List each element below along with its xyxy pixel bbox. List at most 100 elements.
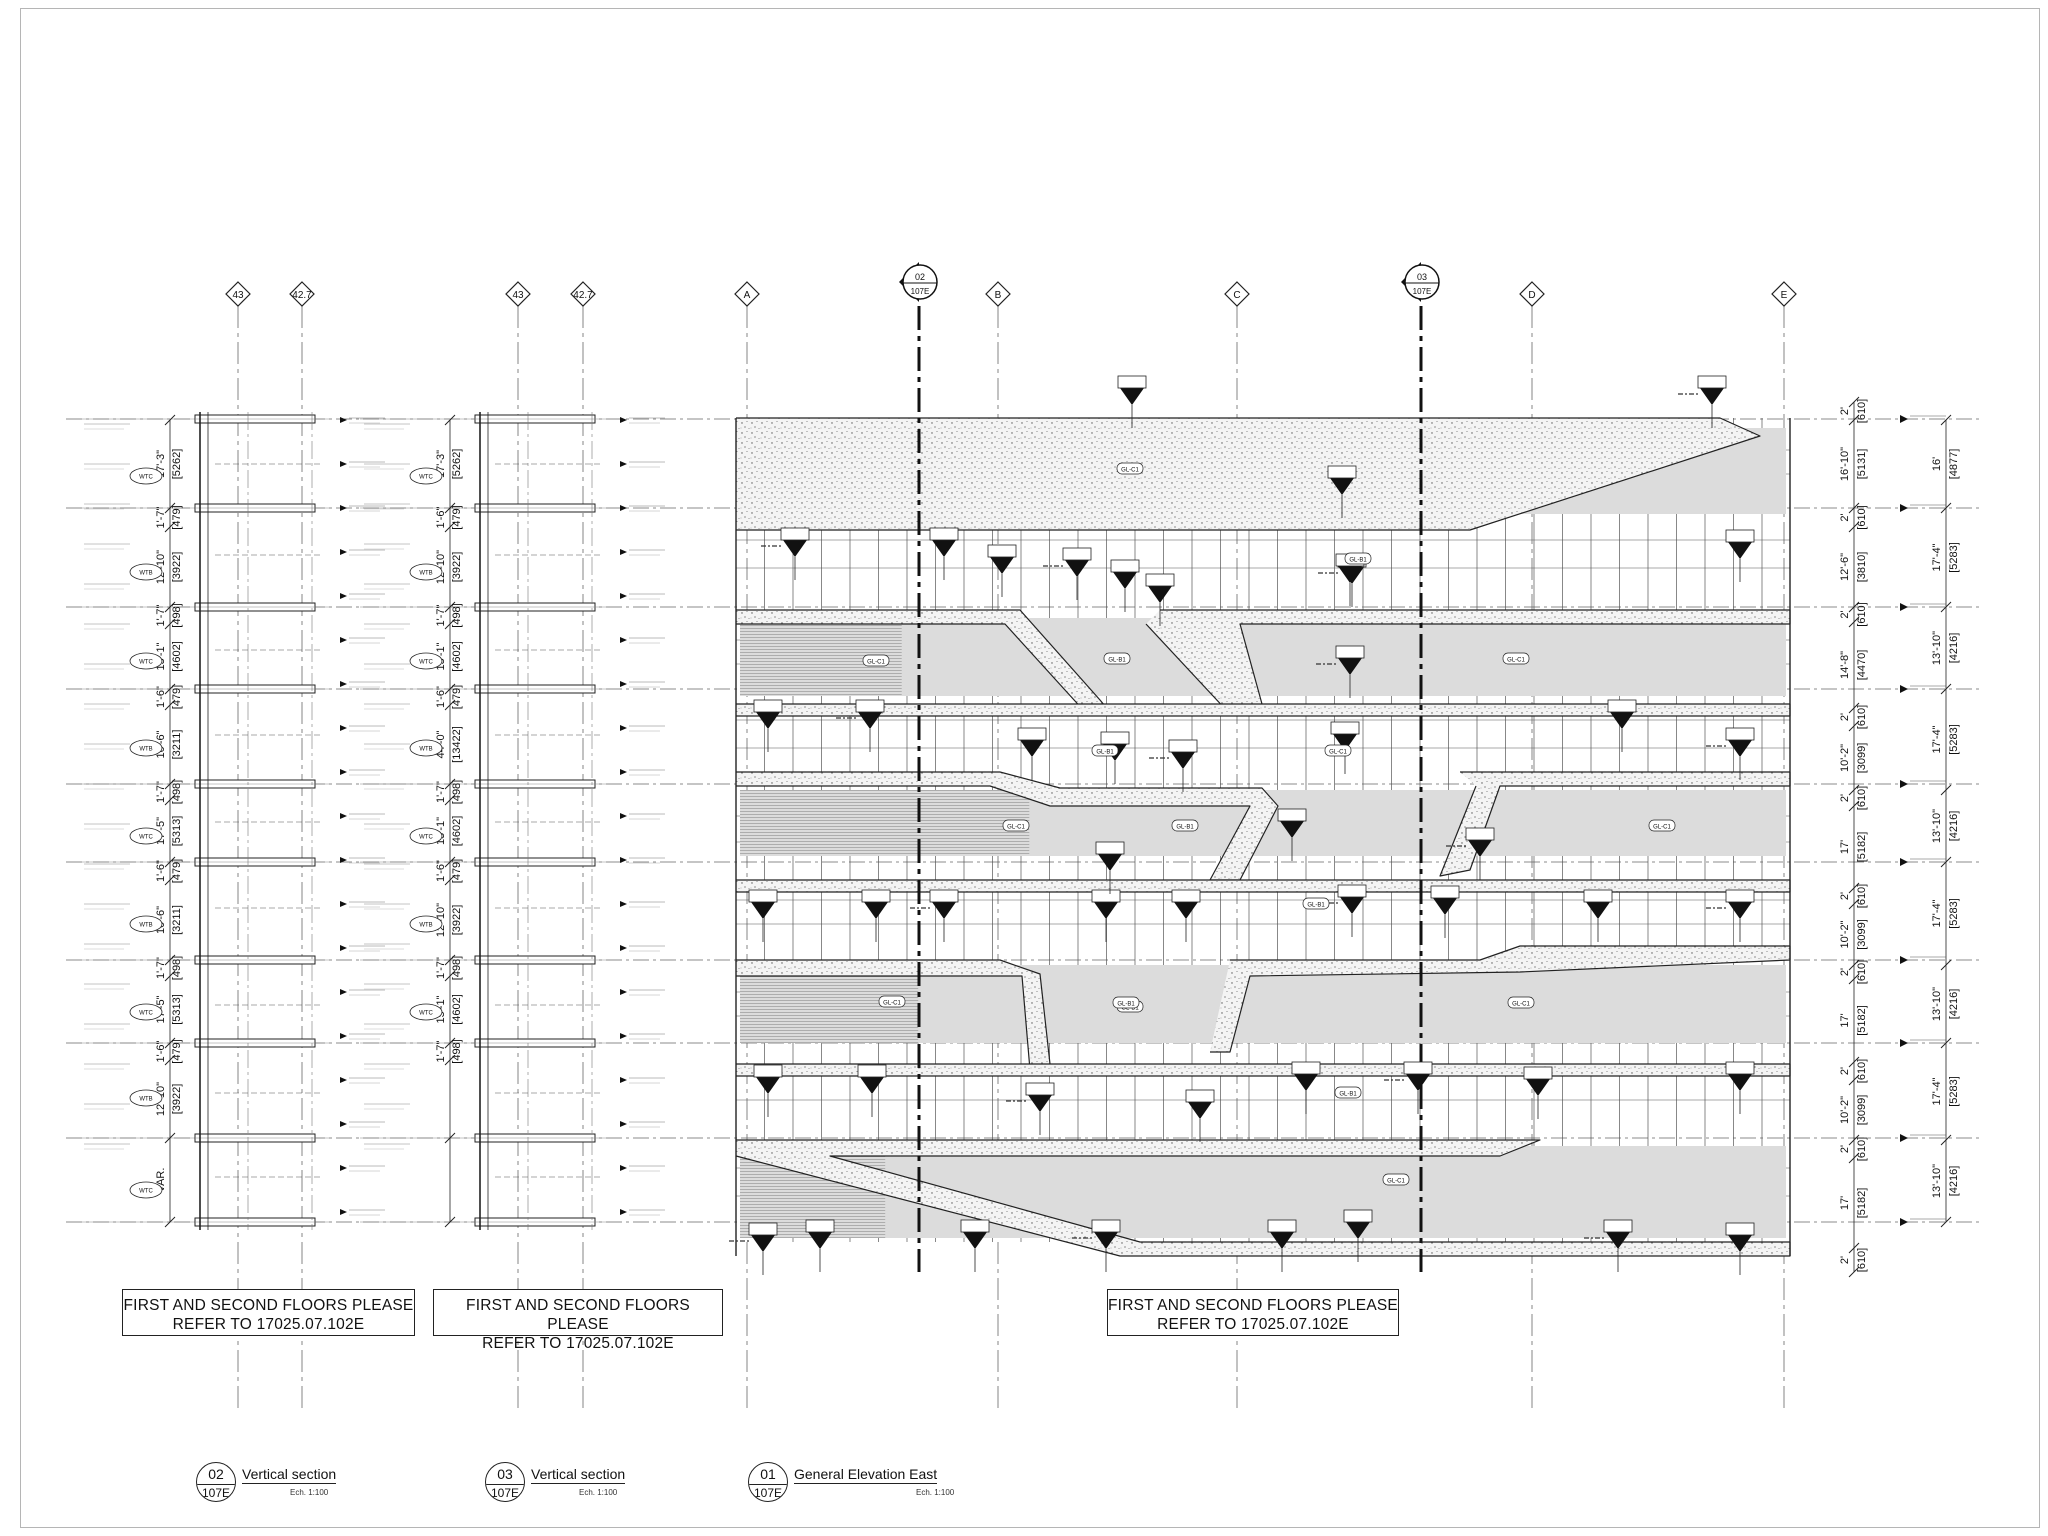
glazing-label-text: GL-B1 — [1339, 1092, 1357, 1098]
callout-box — [753, 1064, 783, 1078]
slab-ribbon — [736, 879, 1791, 893]
annotation-arrow — [340, 1033, 347, 1039]
level-type-text: WTC — [419, 660, 433, 666]
dimension-text-metric: [3211] — [171, 730, 183, 760]
glazing-label-text: GL-B1 — [1349, 558, 1367, 564]
dimension-text-imperial: 17'-4" — [1931, 899, 1943, 927]
shaded-band — [740, 965, 1786, 1043]
elevation-callout-tag — [1678, 375, 1727, 428]
elevation-callout-tag — [861, 889, 891, 942]
elevation-annotation — [620, 1209, 665, 1216]
annotation-arrow — [340, 857, 347, 863]
grid-bubble-diamond — [1224, 281, 1250, 307]
callout-triangle — [1338, 658, 1362, 675]
dimension-text-metric: [3099] — [1856, 919, 1868, 950]
elevation-annotation — [620, 1165, 665, 1172]
dimension-tick — [444, 1216, 456, 1228]
callout-box — [1267, 1219, 1297, 1233]
dimension-tick — [444, 521, 456, 533]
dimension-text-imperial: 2' — [1839, 713, 1851, 721]
dimension-text-metric: [4216] — [1948, 811, 1960, 842]
level-datum — [1900, 956, 1946, 964]
grid-bubble-label: 43 — [512, 290, 524, 301]
grid-bubble-42-7: 42.7 — [570, 281, 596, 1410]
callout-box — [1330, 721, 1360, 735]
grid-bubble-diamond — [1771, 281, 1797, 307]
callout-box — [929, 889, 959, 903]
dimension-text-imperial: 1'-7" — [155, 781, 167, 803]
elevation-annotation — [620, 901, 665, 908]
grid-bubble-label: E — [1781, 290, 1788, 301]
grid-bubble-label: 42.7 — [292, 290, 312, 301]
dimension-tick — [444, 1054, 456, 1066]
grid-bubble-label: D — [1528, 290, 1535, 301]
dimension-text-imperial: 17' — [1839, 1196, 1851, 1210]
drawing-title-01: 01 107E General Elevation East Ech. 1:10… — [748, 1462, 968, 1506]
level-datum-arrow — [1900, 956, 1908, 964]
section-marker-number: 03 — [1417, 272, 1427, 282]
dimension-tick — [1940, 601, 1952, 613]
band-fill — [740, 618, 1786, 696]
grid-bubble-label: 42.7 — [573, 290, 593, 301]
level-type-tag: WTC — [129, 1181, 163, 1199]
glazing-label-box — [1103, 652, 1131, 665]
elevation-annotation — [340, 725, 385, 732]
level-type-text: WTC — [139, 660, 153, 666]
dimension-tick — [164, 683, 176, 695]
annotation-arrow — [620, 945, 627, 951]
dimension-text-imperial: 2' — [1839, 513, 1851, 521]
callout-box — [1725, 1061, 1755, 1075]
callout-triangle — [783, 540, 807, 557]
callout-box — [1335, 645, 1365, 659]
grid-bubble-diamond — [570, 281, 596, 307]
elevation-annotation — [620, 593, 665, 600]
annotation-arrow — [340, 989, 347, 995]
callout-triangle — [1270, 1232, 1294, 1249]
note-line-1: FIRST AND SECOND FLOORS PLEASE — [1108, 1297, 1398, 1314]
annotation-arrow — [340, 461, 347, 467]
callout-box — [753, 699, 783, 713]
callout-triangle — [1094, 902, 1118, 919]
glazing-label-text: GL-C1 — [1507, 658, 1525, 664]
elevation-callout-tag — [1291, 1061, 1321, 1114]
dimension-tick — [164, 874, 176, 886]
dimension-text-metric: [5182] — [1856, 1005, 1868, 1036]
glazing-label-text: GL-B1 — [1121, 1006, 1139, 1012]
level-type-ellipse — [129, 1181, 163, 1199]
elevation-callout-tag — [748, 889, 778, 942]
callout-triangle — [1020, 740, 1044, 757]
callout-triangle — [1406, 1074, 1430, 1091]
dimension-text-metric: [498] — [451, 603, 463, 627]
level-type-ellipse — [129, 739, 163, 757]
dimension-tick — [164, 502, 176, 514]
dimension-text-imperial: 16'-10" — [1839, 447, 1851, 481]
elevation-annotation — [620, 857, 665, 864]
note-line-2: REFER TO 17025.07.102E — [1157, 1316, 1349, 1333]
note-line-2: REFER TO 17025.07.102E — [482, 1335, 674, 1352]
level-datum — [1900, 1039, 1946, 1047]
callout-triangle — [751, 902, 775, 919]
dimension-text-metric: [5131] — [1856, 449, 1868, 480]
dimension-text-imperial: 2' — [1839, 794, 1851, 802]
glazing-label-box — [1112, 996, 1140, 1009]
elevation-annotation — [340, 637, 385, 644]
glazing-label-text: GL-B1 — [1307, 903, 1325, 909]
callout-box — [1145, 573, 1175, 587]
elevation-annotation — [340, 989, 385, 996]
dimension-tick — [164, 778, 176, 790]
elevation-callout-tag — [1110, 559, 1140, 612]
annotation-arrow — [620, 637, 627, 643]
callout-box — [1725, 529, 1755, 543]
dimension-text-metric: [479] — [171, 859, 183, 883]
level-datum — [1900, 1218, 1946, 1226]
dimension-text-metric: [3922] — [171, 1084, 183, 1115]
callout-box — [1465, 827, 1495, 841]
drawing-scale: Ech. 1:100 — [916, 1488, 955, 1497]
callout-triangle — [1171, 752, 1195, 769]
dimension-text-imperial: 2' — [1839, 407, 1851, 415]
callout-box — [1603, 1219, 1633, 1233]
dimension-text-imperial: 1'-6" — [435, 686, 447, 708]
callout-box — [1343, 1209, 1373, 1223]
dimension-text-metric: [4216] — [1948, 1166, 1960, 1197]
